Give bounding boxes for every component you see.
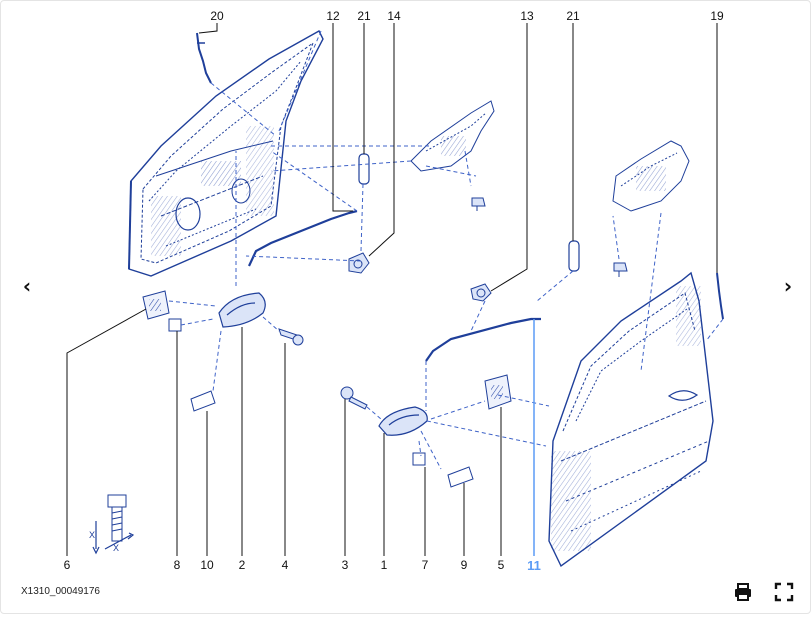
callout-7[interactable]: 7: [422, 558, 429, 572]
left-lock-mechanism: [410, 100, 495, 172]
next-image-button[interactable]: ›: [783, 274, 793, 298]
part-3-screw: [340, 386, 368, 410]
callout-21-left[interactable]: 21: [357, 9, 371, 23]
callout-19[interactable]: 19: [710, 9, 724, 23]
bolt-dimension-symbol: [92, 494, 135, 555]
part-4-screw: [278, 328, 304, 346]
left-door-inner-panel: [128, 30, 324, 277]
part-20-rod: [196, 32, 212, 84]
printer-icon: [735, 583, 751, 601]
callout-8[interactable]: 8: [174, 558, 181, 572]
fullscreen-button[interactable]: [773, 581, 795, 603]
assembly-guide-lines: [168, 30, 724, 470]
print-button[interactable]: [732, 581, 754, 603]
part-19-rod: [716, 272, 724, 320]
callout-13[interactable]: 13: [520, 9, 534, 23]
part-1-inner-handle: [378, 406, 428, 436]
dim-label-vertical: X: [89, 530, 95, 540]
fullscreen-icon: [774, 582, 794, 602]
callout-3[interactable]: 3: [342, 558, 349, 572]
previous-image-button[interactable]: ‹: [22, 274, 32, 298]
part-21-right: [568, 240, 580, 272]
callout-9[interactable]: 9: [461, 558, 468, 572]
callout-leaders: [66, 23, 718, 556]
right-door-outer-panel: [548, 271, 714, 568]
callout-21-right[interactable]: 21: [566, 9, 580, 23]
callout-11-highlighted[interactable]: 11: [527, 558, 541, 573]
part-14-clip: [348, 252, 370, 274]
part-10-block: [190, 390, 216, 412]
callout-5[interactable]: 5: [498, 558, 505, 572]
callout-1[interactable]: 1: [381, 558, 388, 572]
part-13-clip: [470, 283, 492, 302]
callout-2[interactable]: 2: [239, 558, 246, 572]
callout-12[interactable]: 12: [326, 9, 340, 23]
callout-4[interactable]: 4: [282, 558, 289, 572]
callout-10[interactable]: 10: [200, 558, 214, 572]
part-2-inner-handle: [218, 292, 266, 328]
part-11-cable: [425, 317, 541, 362]
bracket-screw-right: [613, 262, 628, 277]
part-8-pad: [168, 318, 182, 332]
dim-label-horizontal: X: [113, 543, 119, 553]
part-21-left: [358, 153, 370, 185]
diagram-reference-code: X1310_00049176: [21, 586, 100, 597]
part-9-block: [447, 466, 474, 488]
part-5-bracket: [484, 374, 512, 410]
part-6-bracket: [142, 290, 170, 320]
part-12-cable: [248, 209, 358, 267]
right-lock-mechanism: [612, 140, 690, 212]
callout-20[interactable]: 20: [210, 9, 224, 23]
part-7-pad: [412, 452, 426, 466]
bracket-screw-left: [471, 197, 486, 211]
callout-6[interactable]: 6: [64, 558, 71, 572]
callout-14[interactable]: 14: [387, 9, 401, 23]
